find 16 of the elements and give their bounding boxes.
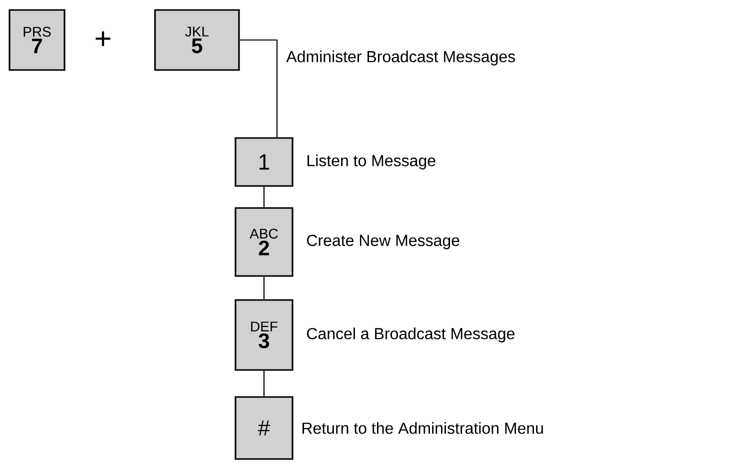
- connector-line: [263, 276, 265, 300]
- connector-line: [240, 39, 278, 138]
- key-button: #: [234, 396, 294, 460]
- menu-option-text: Administer Broadcast Messages: [286, 50, 515, 66]
- key-button: JKL 5: [154, 9, 240, 71]
- key-button: PRS 7: [8, 9, 66, 71]
- key-button: DEF 3: [234, 299, 294, 371]
- menu-option-text: Return to the Administration Menu: [302, 422, 543, 434]
- menu-option-text: Listen to Message: [308, 154, 436, 170]
- key-button: ABC 2: [234, 207, 294, 277]
- connector-line: [263, 370, 265, 396]
- menu-option-text: Create New Message: [307, 234, 460, 250]
- key-button: 1: [234, 137, 294, 187]
- connector-line: [263, 186, 265, 208]
- plus-sign: +: [96, 31, 110, 46]
- menu-option-text: Cancel a Broadcast Message: [307, 328, 514, 342]
